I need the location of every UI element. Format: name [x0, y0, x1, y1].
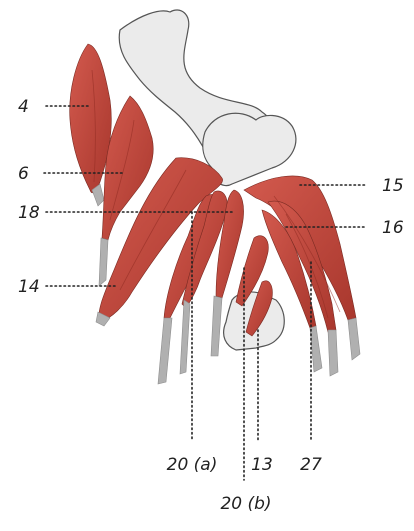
muscle-group	[70, 44, 360, 384]
tendon-center	[211, 296, 222, 356]
tendon-20a	[180, 300, 190, 374]
tendon-16	[328, 330, 338, 376]
tendon-15	[348, 318, 360, 360]
label-20a: 20 (a)	[167, 455, 218, 475]
label-16: 16	[382, 218, 404, 238]
label-27: 27	[300, 455, 322, 475]
label-13: 13	[251, 455, 273, 475]
label-4: 4	[18, 97, 29, 117]
tendon-18	[158, 318, 172, 384]
label-18: 18	[18, 203, 40, 223]
tendon-6	[99, 238, 108, 286]
label-20b: 20 (b)	[220, 494, 271, 514]
label-15: 15	[382, 176, 404, 196]
muscle-4	[70, 44, 112, 193]
label-6: 6	[18, 164, 29, 184]
label-14: 14	[18, 277, 40, 297]
